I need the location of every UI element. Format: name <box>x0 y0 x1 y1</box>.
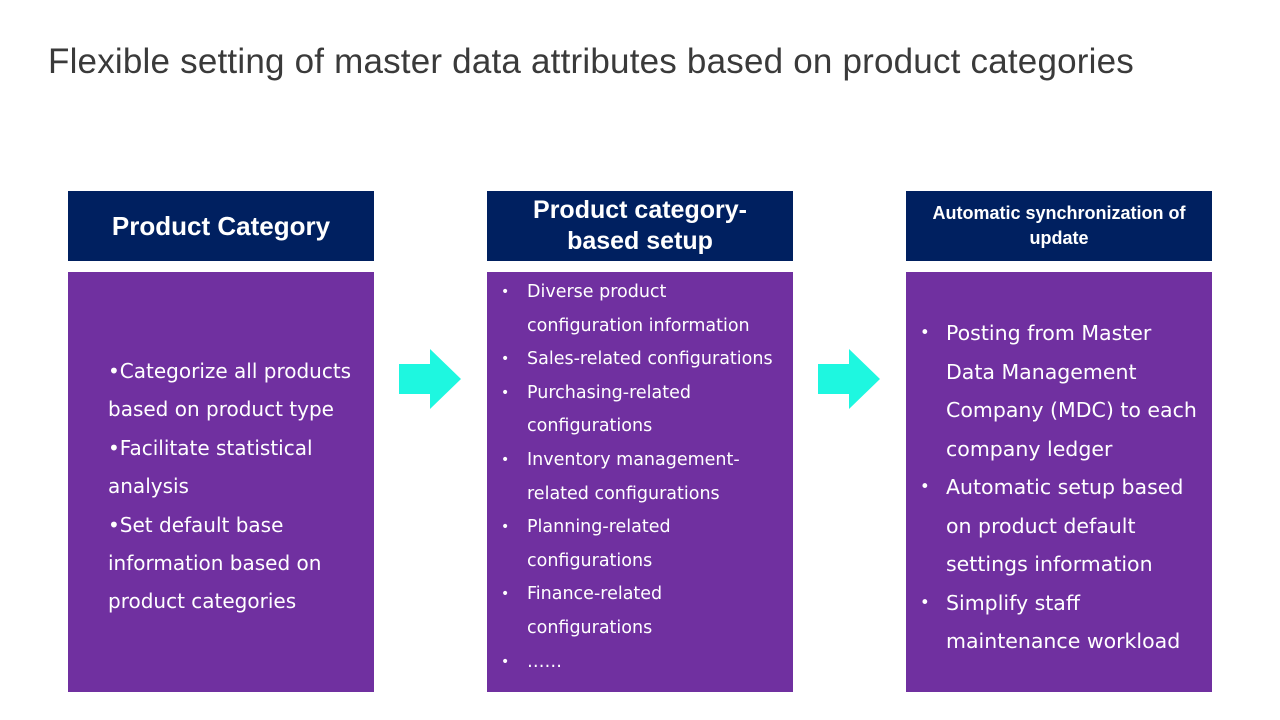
header-product-category: Product Category <box>68 191 374 261</box>
right-arrow-icon <box>818 349 880 409</box>
header-auto-sync: Automatic synchronization of update <box>906 191 1212 261</box>
list-item: Posting from Master Data Management Comp… <box>916 314 1204 468</box>
list-item: •Categorize all products based on produc… <box>108 359 352 422</box>
list-item: Automatic setup based on product default… <box>916 468 1204 584</box>
list-item: Sales-related configurations <box>497 343 785 377</box>
list-item: Planning-related configurations <box>497 511 785 578</box>
list-item: •Facilitate statistical analysis <box>108 435 313 499</box>
page-title: Flexible setting of master data attribut… <box>48 42 1134 81</box>
list-item: •Set default base information based on p… <box>108 512 322 614</box>
list-item: Diverse product configuration informatio… <box>497 276 785 343</box>
list-item: Purchasing-related configurations <box>497 377 785 444</box>
panel-category-based-setup: Diverse product configuration informatio… <box>487 272 793 692</box>
header-label: Product category-based setup <box>533 196 747 255</box>
panel-product-category: •Categorize all products based on produc… <box>68 272 374 692</box>
list-item: Inventory management-related configurati… <box>497 444 785 511</box>
panel-auto-sync: Posting from Master Data Management Comp… <box>906 272 1212 692</box>
right-arrow-icon <box>399 349 461 409</box>
header-category-based-setup: Product category-based setup <box>487 191 793 261</box>
header-label: Automatic synchronization of update <box>932 203 1186 248</box>
list-item: Simplify staff maintenance workload <box>916 584 1204 661</box>
list-item: …… <box>497 646 785 680</box>
header-label: Product Category <box>111 210 331 241</box>
list-item: Finance-related configurations <box>497 578 785 645</box>
